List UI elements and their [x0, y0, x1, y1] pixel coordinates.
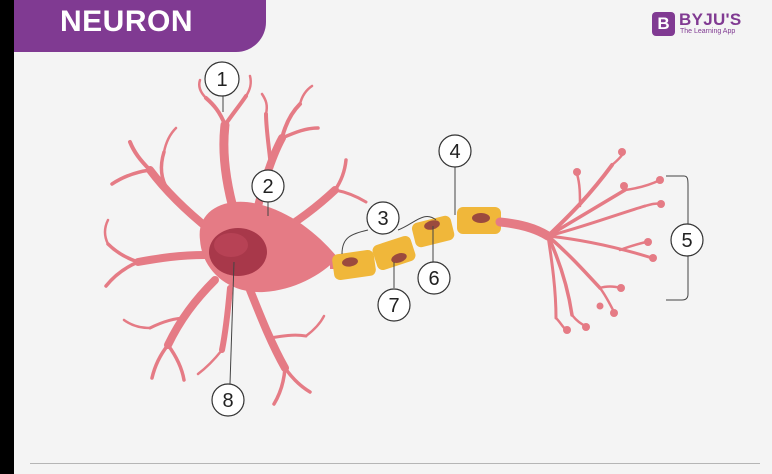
schwann-cell — [457, 207, 501, 234]
synaptic-knobs — [563, 148, 665, 334]
marker-6: 6 — [417, 261, 451, 295]
svg-text:6: 6 — [428, 268, 439, 290]
svg-text:5: 5 — [681, 230, 692, 252]
schwann-cell — [372, 236, 416, 270]
brand-name: BYJU'S — [679, 10, 742, 29]
marker-8: 8 — [211, 383, 245, 417]
cell-body — [199, 201, 338, 293]
svg-text:3: 3 — [377, 208, 388, 230]
marker-7: 7 — [377, 288, 411, 322]
svg-text:2: 2 — [262, 176, 273, 198]
label-leaders — [222, 96, 689, 385]
page-title: NEURON — [60, 5, 194, 38]
marker-1: 1 — [204, 61, 240, 97]
svg-text:8: 8 — [222, 390, 233, 412]
dendrites — [103, 74, 368, 406]
axon-terminal — [495, 150, 662, 332]
svg-text:7: 7 — [388, 295, 399, 317]
marker-3: 3 — [366, 201, 400, 235]
bottom-divider — [30, 463, 760, 464]
marker-5: 5 — [670, 223, 704, 257]
title-banner: NEURON — [14, 0, 266, 52]
myelin-sheath — [330, 207, 501, 281]
svg-text:1: 1 — [216, 69, 227, 91]
diagram-card — [14, 0, 772, 474]
schwann-cell — [332, 249, 376, 281]
brand-logo: B BYJU'S The Learning App — [652, 10, 762, 42]
svg-text:4: 4 — [449, 141, 460, 163]
brand-mark-icon: B — [652, 12, 675, 36]
marker-2: 2 — [251, 169, 285, 203]
brand-tagline: The Learning App — [680, 28, 736, 35]
marker-4: 4 — [438, 134, 472, 168]
